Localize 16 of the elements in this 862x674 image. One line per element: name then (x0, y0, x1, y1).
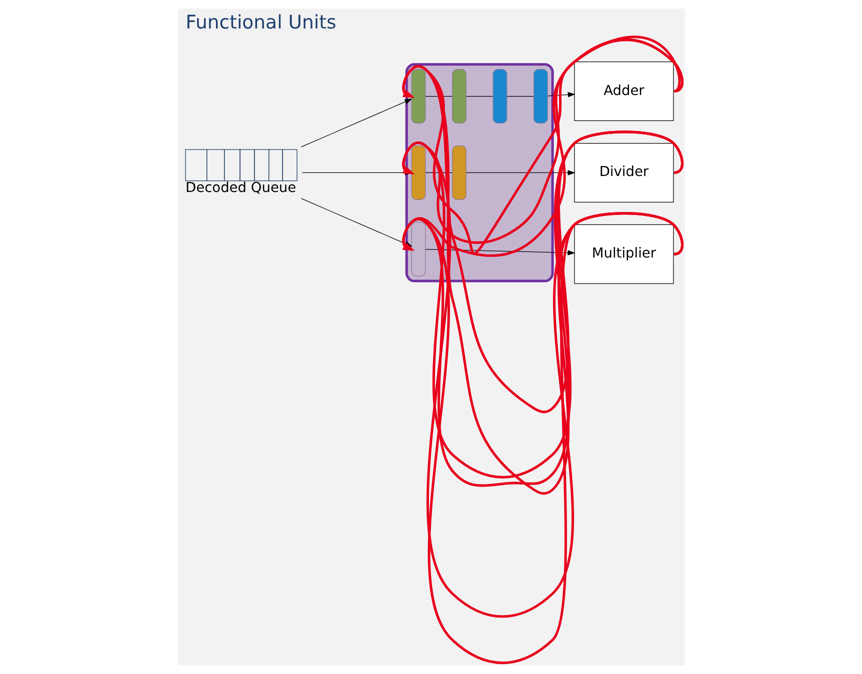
node-bar (452, 69, 466, 124)
node-box: Adder (574, 62, 674, 122)
node-bar (410, 145, 426, 200)
arrow (465, 170, 575, 176)
node-bar (492, 69, 507, 124)
arrow (300, 98, 412, 148)
node-bar (452, 145, 466, 200)
node-bar (410, 222, 426, 276)
node-bar (532, 69, 548, 124)
node-label: Decoded Queue (185, 180, 296, 196)
connector (506, 96, 534, 97)
connector (465, 96, 493, 97)
node-box: Multiplier (574, 224, 674, 284)
diagram-title: Functional Units (185, 12, 336, 34)
node-bar (410, 69, 426, 124)
node-box: Divider (574, 142, 674, 202)
